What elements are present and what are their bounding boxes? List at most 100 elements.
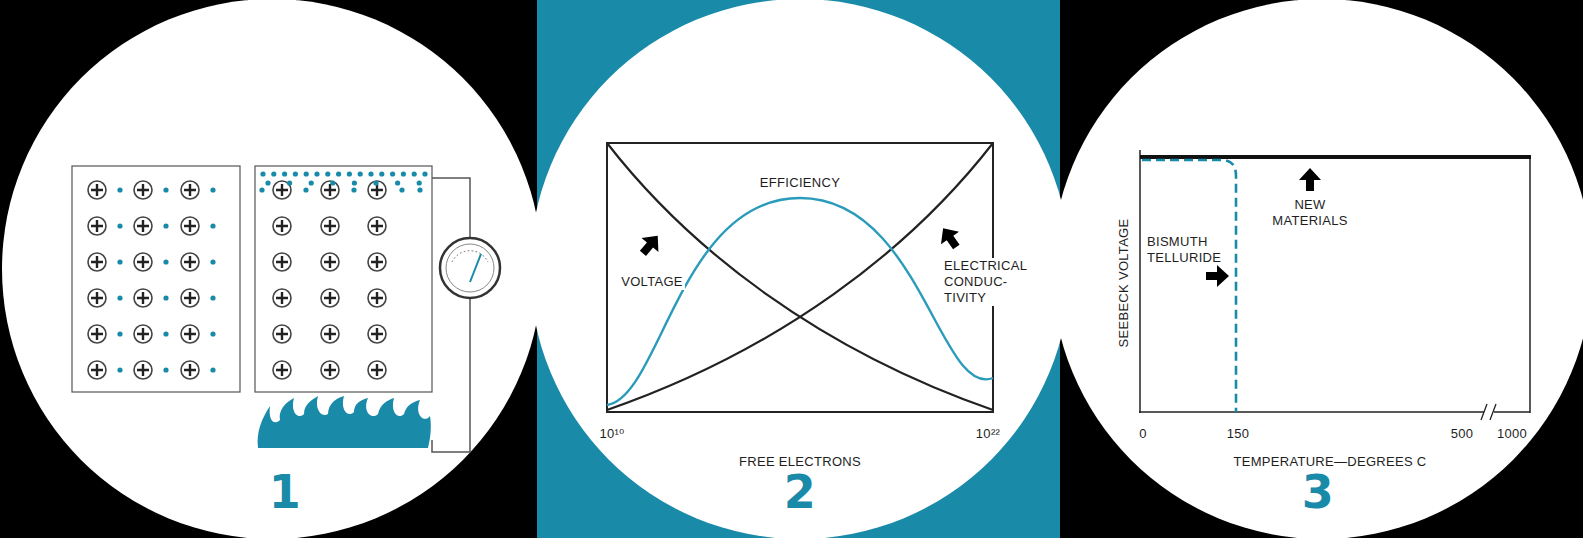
pointer-arrow [1206, 265, 1229, 287]
axis-tick: 150 [1227, 426, 1250, 442]
electron-dot [210, 187, 215, 192]
electron-dot [417, 187, 422, 192]
ion-symbol [181, 253, 199, 271]
ion-symbol [137, 220, 149, 232]
ion-symbol [181, 361, 199, 379]
ion-symbol [91, 220, 103, 232]
ion-symbol [324, 184, 336, 196]
ion-symbol [134, 181, 152, 199]
electron-dot [330, 180, 335, 185]
ion-symbol [184, 292, 196, 304]
electron-dot [309, 180, 314, 185]
ion-symbol [324, 328, 336, 340]
ion-symbol [181, 217, 199, 235]
ion-symbol [368, 181, 386, 199]
ion-symbol [181, 289, 199, 307]
ion-symbol [181, 253, 199, 271]
ion-symbol [368, 361, 386, 379]
ion-symbol [134, 361, 152, 379]
ion-symbol [321, 361, 339, 379]
ion-symbol [321, 217, 339, 235]
ion-symbol [88, 253, 106, 271]
axis-tick: 500 [1451, 426, 1474, 442]
electron-dot [210, 295, 215, 300]
ion-symbol [368, 217, 386, 235]
ion-symbol [181, 325, 199, 343]
electron-dot [117, 295, 122, 300]
ion-symbol [88, 361, 106, 379]
ion-symbol [321, 181, 339, 199]
ion-symbol [371, 292, 383, 304]
curve-label: BISMUTH TELLURIDE [1147, 234, 1229, 266]
ion-symbol [88, 181, 106, 199]
axis-title: SEEBECK VOLTAGE [1116, 218, 1132, 347]
wire [432, 178, 470, 452]
electron-dot [282, 171, 287, 176]
ion-symbol [134, 325, 152, 343]
electron-dot [422, 171, 427, 176]
crystal-block [72, 166, 240, 392]
ion-symbol [273, 325, 291, 343]
electron-dot [303, 187, 308, 192]
ion-symbol [134, 325, 152, 343]
ion-symbol [321, 253, 339, 271]
ion-symbol [273, 217, 291, 235]
ion-symbol [321, 325, 339, 343]
electron-dot [271, 171, 276, 176]
curve-label: VOLTAGE [619, 274, 685, 290]
ion-symbol [181, 325, 199, 343]
ion-symbol [181, 289, 199, 307]
ion-symbol [321, 325, 339, 343]
electron-dot [117, 187, 122, 192]
ion-symbol [368, 325, 386, 343]
ion-symbol [371, 364, 383, 376]
ion-symbol [324, 256, 336, 268]
ion-symbol [88, 325, 106, 343]
ion-symbol [321, 253, 339, 271]
ion-symbol [181, 181, 199, 199]
ion-symbol [276, 220, 288, 232]
ion-symbol [371, 328, 383, 340]
ion-symbol [273, 253, 291, 271]
x-axis [1139, 411, 1530, 413]
ion-symbol [134, 217, 152, 235]
pointer-arrow [635, 229, 667, 261]
meter-scale [452, 251, 488, 262]
electron-dot [417, 180, 422, 185]
electron-dot [163, 223, 168, 228]
electron-dot [314, 171, 319, 176]
ion-symbol [324, 364, 336, 376]
chart-frame [1529, 157, 1531, 413]
ion-symbol [134, 217, 152, 235]
electron-dot [336, 171, 341, 176]
axis-tick: 10¹⁰ [599, 426, 624, 442]
electron-dot [325, 171, 330, 176]
crystal-block [255, 166, 432, 392]
conductivity-curve [607, 143, 993, 410]
panel-number: 3 [1302, 468, 1334, 516]
chart-frame [607, 143, 993, 412]
bismuth-telluride-line [1142, 160, 1236, 412]
electron-dot [117, 223, 122, 228]
ion-symbol [91, 292, 103, 304]
ion-symbol [137, 364, 149, 376]
ion-symbol [181, 181, 199, 199]
voltage-curve [607, 143, 993, 410]
axis-break [1481, 404, 1496, 420]
electron-dot [352, 180, 357, 185]
ion-symbol [368, 289, 386, 307]
electron-dot [379, 171, 384, 176]
panel-circle [1052, 0, 1583, 538]
electron-dot [117, 259, 122, 264]
ion-symbol [134, 253, 152, 271]
electron-dot [163, 187, 168, 192]
ion-symbol [134, 289, 152, 307]
ion-symbol [276, 184, 288, 196]
electron-dot [163, 367, 168, 372]
electron-dot [368, 171, 373, 176]
ion-symbol [88, 253, 106, 271]
electron-dot [117, 331, 122, 336]
panel-number: 1 [269, 468, 301, 516]
ion-symbol [321, 181, 339, 199]
ion-symbol [368, 325, 386, 343]
